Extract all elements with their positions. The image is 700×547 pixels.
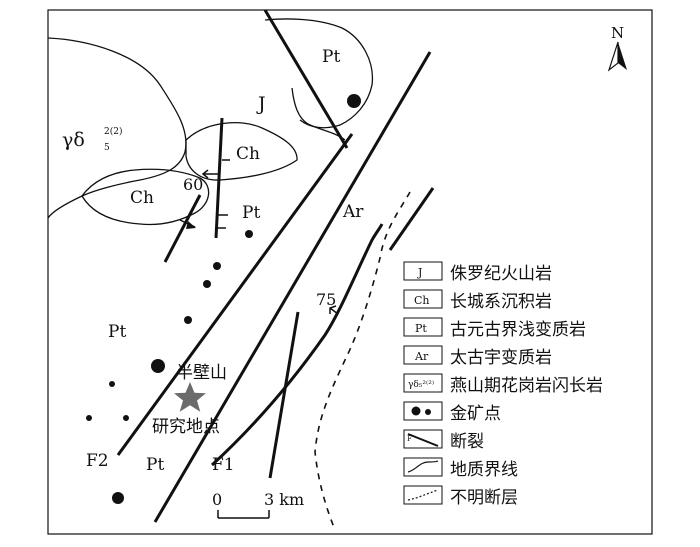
legend-label: 金矿点 [450, 404, 501, 424]
scale-zero: 0 [212, 490, 222, 509]
legend-symbol-ar [403, 345, 443, 365]
ch-body-central [185, 122, 298, 181]
unit-label-pt: Pt [108, 322, 126, 342]
legend-symbol-pt [403, 317, 443, 337]
gold-deposit [112, 492, 124, 504]
legend-label: 不明断层 [450, 488, 518, 508]
unit-label-ch: Ch [130, 188, 154, 208]
fault-east [388, 187, 435, 251]
legend-symbol-text: γδ₅²⁽²⁾ [408, 379, 434, 390]
unit-label-granite: γδ 5 2(2) [62, 126, 122, 153]
legend-label: 地质界线 [450, 460, 518, 480]
inferred-fault [314, 191, 411, 531]
legend-symbol-text: Ar [414, 350, 429, 363]
gold-deposit [123, 415, 129, 421]
svg-text:γδ: γδ [62, 129, 85, 151]
fault-label-f2: F2 [86, 451, 109, 471]
unit-label-ch: Ch [236, 144, 260, 164]
fault-icon [407, 433, 439, 447]
legend-label: 侏罗纪火山岩 [450, 264, 552, 284]
place-label-banbishan: 半壁山 [176, 363, 227, 383]
gold-deposit [86, 415, 92, 421]
legend-label: 断裂 [450, 432, 484, 452]
legend-symbol-text: Ch [414, 294, 430, 307]
scale-bar [217, 510, 270, 519]
gold-deposit [245, 230, 253, 238]
dip-arrow-75 [329, 305, 339, 315]
legend-symbol-j [403, 261, 443, 281]
dip-value: 75 [316, 290, 336, 309]
scale-end: 3 km [264, 490, 304, 509]
unit-label-j: J [256, 93, 266, 115]
legend-symbol-inferred-fault [403, 485, 443, 505]
svg-text:5: 5 [104, 143, 110, 153]
gold-deposit [184, 316, 192, 324]
place-label-study-site: 研究地点 [152, 417, 220, 437]
fault-f2 [116, 133, 354, 456]
inferred-fault-icon [407, 489, 439, 501]
gold-deposit [213, 262, 221, 270]
legend-label: 燕山期花岗岩闪长岩 [450, 376, 603, 396]
fault-label-f1: F1 [212, 455, 235, 475]
fault-west [163, 194, 202, 263]
legend-symbol-gold [403, 401, 443, 421]
dip-value: 60 [183, 175, 203, 194]
north-arrow [607, 41, 627, 72]
fault-main [153, 51, 432, 523]
unit-label-pt: Pt [146, 455, 164, 475]
fault-north [263, 9, 349, 149]
boundary-icon [407, 460, 439, 473]
legend-label: 古元古界浅变质岩 [450, 320, 586, 340]
study-site-star [174, 382, 206, 412]
legend: J 侏罗纪火山岩 Ch 长城系沉积岩 Pt 古元古界浅变质岩 Ar 太古宇变质岩… [403, 261, 603, 508]
unit-label-ar: Ar [342, 202, 364, 222]
unit-label-pt: Pt [242, 203, 260, 223]
legend-symbol-text: Pt [415, 322, 427, 335]
gold-deposit [203, 280, 211, 288]
jurassic-boundary-2 [291, 87, 346, 141]
dip-arrow-ch [179, 219, 196, 229]
gold-icon [411, 406, 421, 416]
fault-f1 [210, 223, 384, 467]
ch-body-west [81, 168, 210, 226]
gold-deposit [347, 94, 361, 108]
legend-symbol-text: F [407, 435, 412, 443]
legend-symbol-ch [403, 289, 443, 309]
legend-symbol-boundary [403, 457, 443, 477]
legend-label: 太古宇变质岩 [450, 348, 552, 368]
fault-west-75 [268, 311, 300, 479]
gold-deposit [151, 359, 165, 373]
jurassic-boundary [264, 18, 374, 129]
north-label: N [611, 24, 624, 42]
map-frame [47, 9, 653, 535]
legend-symbol-text: J [417, 266, 422, 279]
dip-arrow-60 [201, 169, 218, 179]
legend-label: 长城系沉积岩 [450, 292, 552, 312]
fault-ch [214, 117, 224, 239]
legend-symbol-granite [403, 373, 443, 393]
gold-icon [425, 409, 431, 415]
unit-label-pt: Pt [322, 47, 340, 67]
gold-deposit [109, 381, 115, 387]
svg-text:2(2): 2(2) [104, 126, 122, 137]
